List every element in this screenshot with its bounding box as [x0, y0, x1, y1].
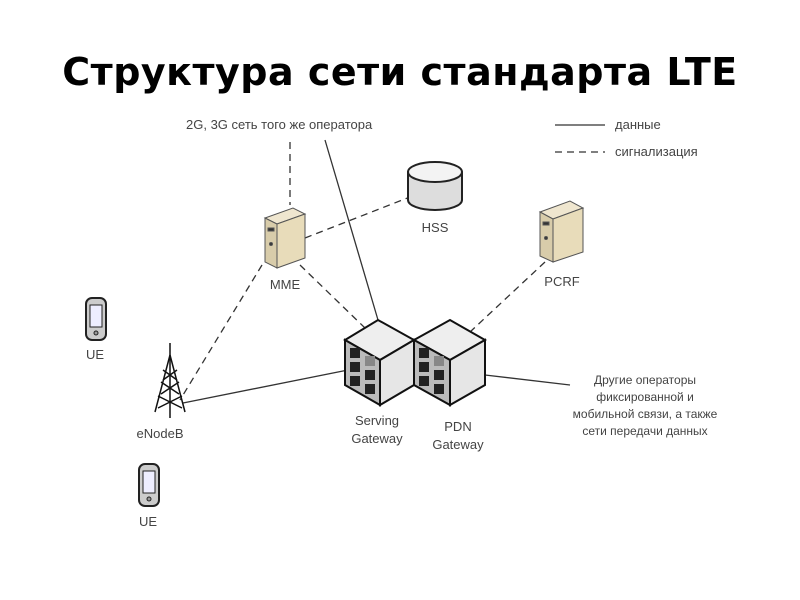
label-line: Gateway: [351, 431, 403, 446]
enodeb-label: eNodeB: [136, 426, 184, 441]
pdn-gateway-label: PDN Gateway: [432, 418, 483, 454]
label-line: Gateway: [432, 437, 484, 452]
link-enodeb-sgw: [182, 369, 349, 404]
server-icon: [263, 207, 307, 269]
label-line: мобильной связи, а также: [572, 407, 718, 421]
link-mme-enodeb: [179, 264, 263, 401]
mobile-phone-icon: [138, 463, 160, 507]
label-line: Другие операторы: [593, 373, 697, 387]
label-line: Serving: [354, 413, 400, 428]
other-networks-label: Другие операторы фиксированной и мобильн…: [573, 372, 718, 440]
ue-label: UE: [138, 514, 158, 529]
link-mme-hss: [304, 196, 411, 239]
pcrf-label: PCRF: [544, 274, 580, 289]
database-icon: [407, 161, 463, 211]
server-icon: [538, 200, 585, 263]
label-line: PDN: [444, 419, 472, 434]
hss-label: HSS: [421, 220, 449, 235]
ue-label: UE: [85, 347, 105, 362]
gateway-icon: [411, 318, 488, 407]
link-mme-sgw: [299, 264, 366, 329]
antenna-tower-icon: [154, 343, 186, 418]
slide-title: Структура сети стандарта LTE: [62, 50, 738, 94]
label-line: сети передачи данных: [582, 424, 708, 438]
link-sgw-legacy: [324, 139, 379, 321]
gateway-icon: [343, 318, 417, 407]
mobile-phone-icon: [85, 297, 107, 341]
link-pgw-other: [484, 374, 571, 386]
legend-data-label: данные: [615, 117, 661, 132]
label-line: фиксированной и: [596, 390, 694, 404]
serving-gateway-label: Serving Gateway: [351, 412, 402, 448]
link-pcrf-pgw: [469, 261, 546, 333]
legend-signaling-label: сигнализация: [615, 144, 698, 159]
legacy-network-label: 2G, 3G сеть того же оператора: [186, 117, 373, 132]
mme-label: MME: [269, 277, 301, 292]
